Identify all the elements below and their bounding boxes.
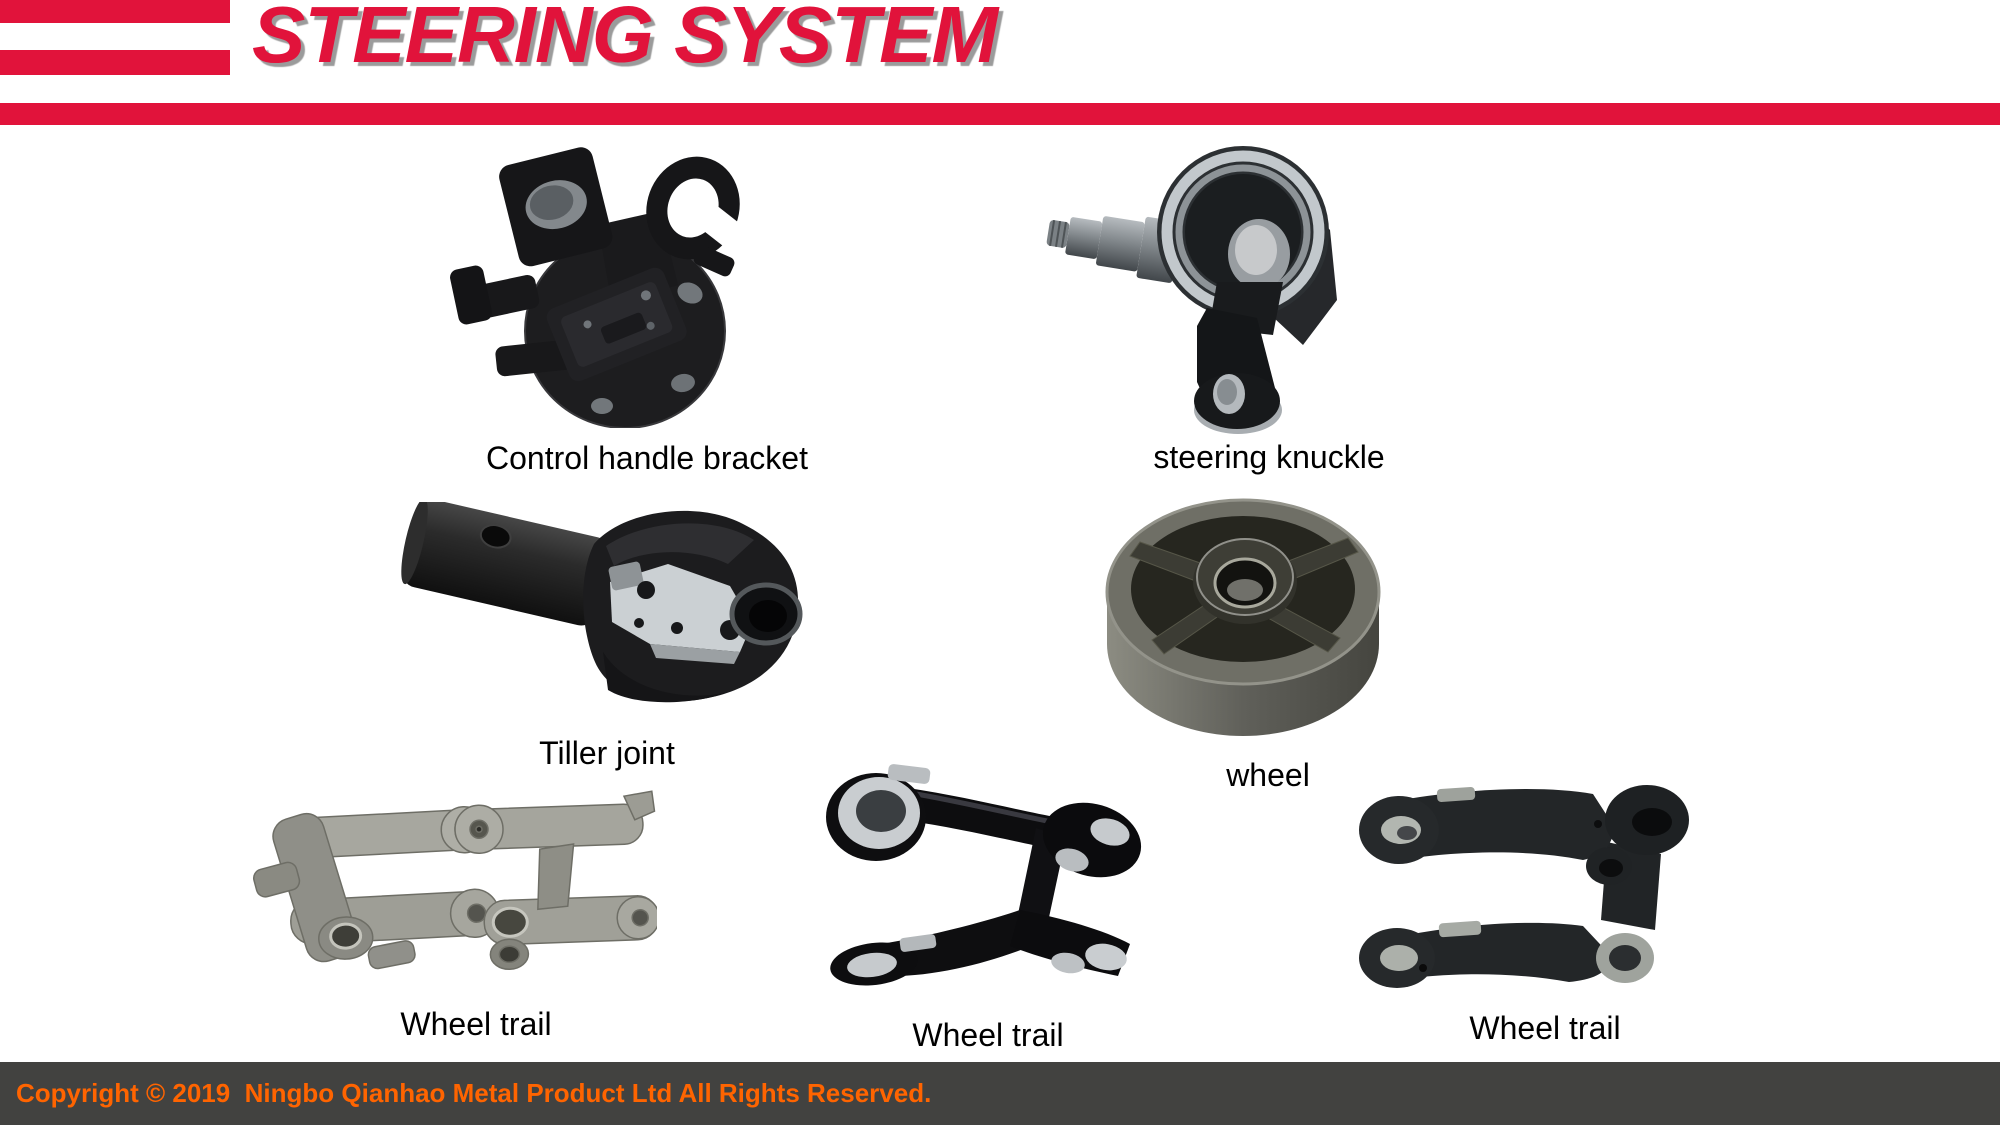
- part-label-wheel-trail-left: Wheel trail: [400, 1006, 552, 1042]
- header-stripe-2: [0, 50, 230, 75]
- part-label-wheel: wheel: [1226, 757, 1310, 793]
- wheel-trail-right-image: [1359, 785, 1689, 988]
- copyright-text: Copyright © 2019 Ningbo Qianhao Metal Pr…: [16, 1078, 932, 1108]
- part-figure-wheel: [1102, 492, 1385, 747]
- part-label-wheel-trail-right: Wheel trail: [1469, 1010, 1621, 1046]
- header-band: [0, 103, 2000, 125]
- part-label-steering-knuckle: steering knuckle: [1153, 439, 1385, 475]
- part-label-wheel-trail-middle: Wheel trail: [912, 1017, 1064, 1053]
- part-figure-wheel-trail-left: [245, 785, 657, 990]
- footer-bar: Copyright © 2019 Ningbo Qianhao Metal Pr…: [0, 1062, 2000, 1125]
- tiller-joint-image: [401, 502, 803, 703]
- part-figure-control-handle-bracket: [450, 133, 745, 428]
- wheel-trail-left-image: [252, 790, 657, 971]
- part-label-control-handle-bracket: Control handle bracket: [486, 440, 808, 476]
- wheel-image: [1105, 498, 1381, 736]
- page-title: STEERING SYSTEM: [252, 0, 998, 79]
- part-label-tiller-joint: Tiller joint: [539, 735, 675, 771]
- part-figure-wheel-trail-right: [1355, 762, 1700, 994]
- control-handle-bracket-image: [450, 147, 745, 428]
- header-stripe-1: [0, 0, 230, 23]
- steering-knuckle-image: [1046, 146, 1337, 434]
- part-figure-wheel-trail-middle: [812, 760, 1154, 1005]
- wheel-trail-middle-image: [826, 764, 1142, 986]
- part-figure-steering-knuckle: [1045, 130, 1350, 435]
- part-figure-tiller-joint: [398, 502, 803, 714]
